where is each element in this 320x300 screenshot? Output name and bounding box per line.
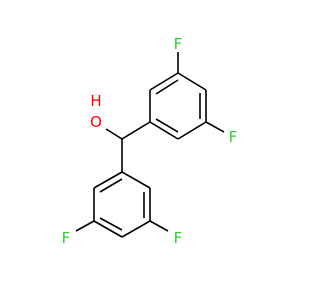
bond-b3-b4 bbox=[93, 220, 123, 238]
fluorine-bonds bbox=[75, 52, 225, 232]
bond-b1-b2 bbox=[93, 171, 123, 189]
bond-b6-b1 bbox=[121, 171, 151, 189]
molecule-diagram: F F F F O H bbox=[62, 35, 238, 247]
bond-a3-a4 bbox=[177, 72, 207, 91]
fluorine-label-upper-right: F bbox=[229, 128, 238, 146]
fluorine-label-lower-right: F bbox=[174, 229, 183, 247]
bond-a6-a1 bbox=[149, 121, 179, 140]
double-bond-b3-b4 bbox=[99, 217, 123, 231]
bond-central-ring-a bbox=[121, 121, 151, 140]
bond-b4-b5 bbox=[121, 220, 151, 238]
lower-benzene-ring bbox=[93, 171, 151, 238]
double-bond-a2-a3 bbox=[155, 79, 179, 95]
upper-benzene-ring bbox=[149, 72, 207, 140]
double-bond-b1-b2 bbox=[99, 178, 123, 193]
bond-central-oxygen bbox=[105, 128, 123, 140]
bond-f4 bbox=[149, 220, 169, 232]
hydrogen-label: H bbox=[90, 92, 101, 110]
bond-a2-a3 bbox=[149, 72, 179, 91]
bond-f2 bbox=[205, 121, 225, 133]
fluorine-label-lower-left: F bbox=[62, 229, 71, 247]
bond-f3 bbox=[75, 220, 95, 232]
bond-a5-a6 bbox=[177, 121, 207, 140]
double-bond-a6-a1 bbox=[155, 118, 179, 133]
fluorine-label-top: F bbox=[174, 35, 183, 53]
oxygen-label: O bbox=[90, 113, 102, 131]
central-carbon-bonds bbox=[105, 121, 151, 172]
